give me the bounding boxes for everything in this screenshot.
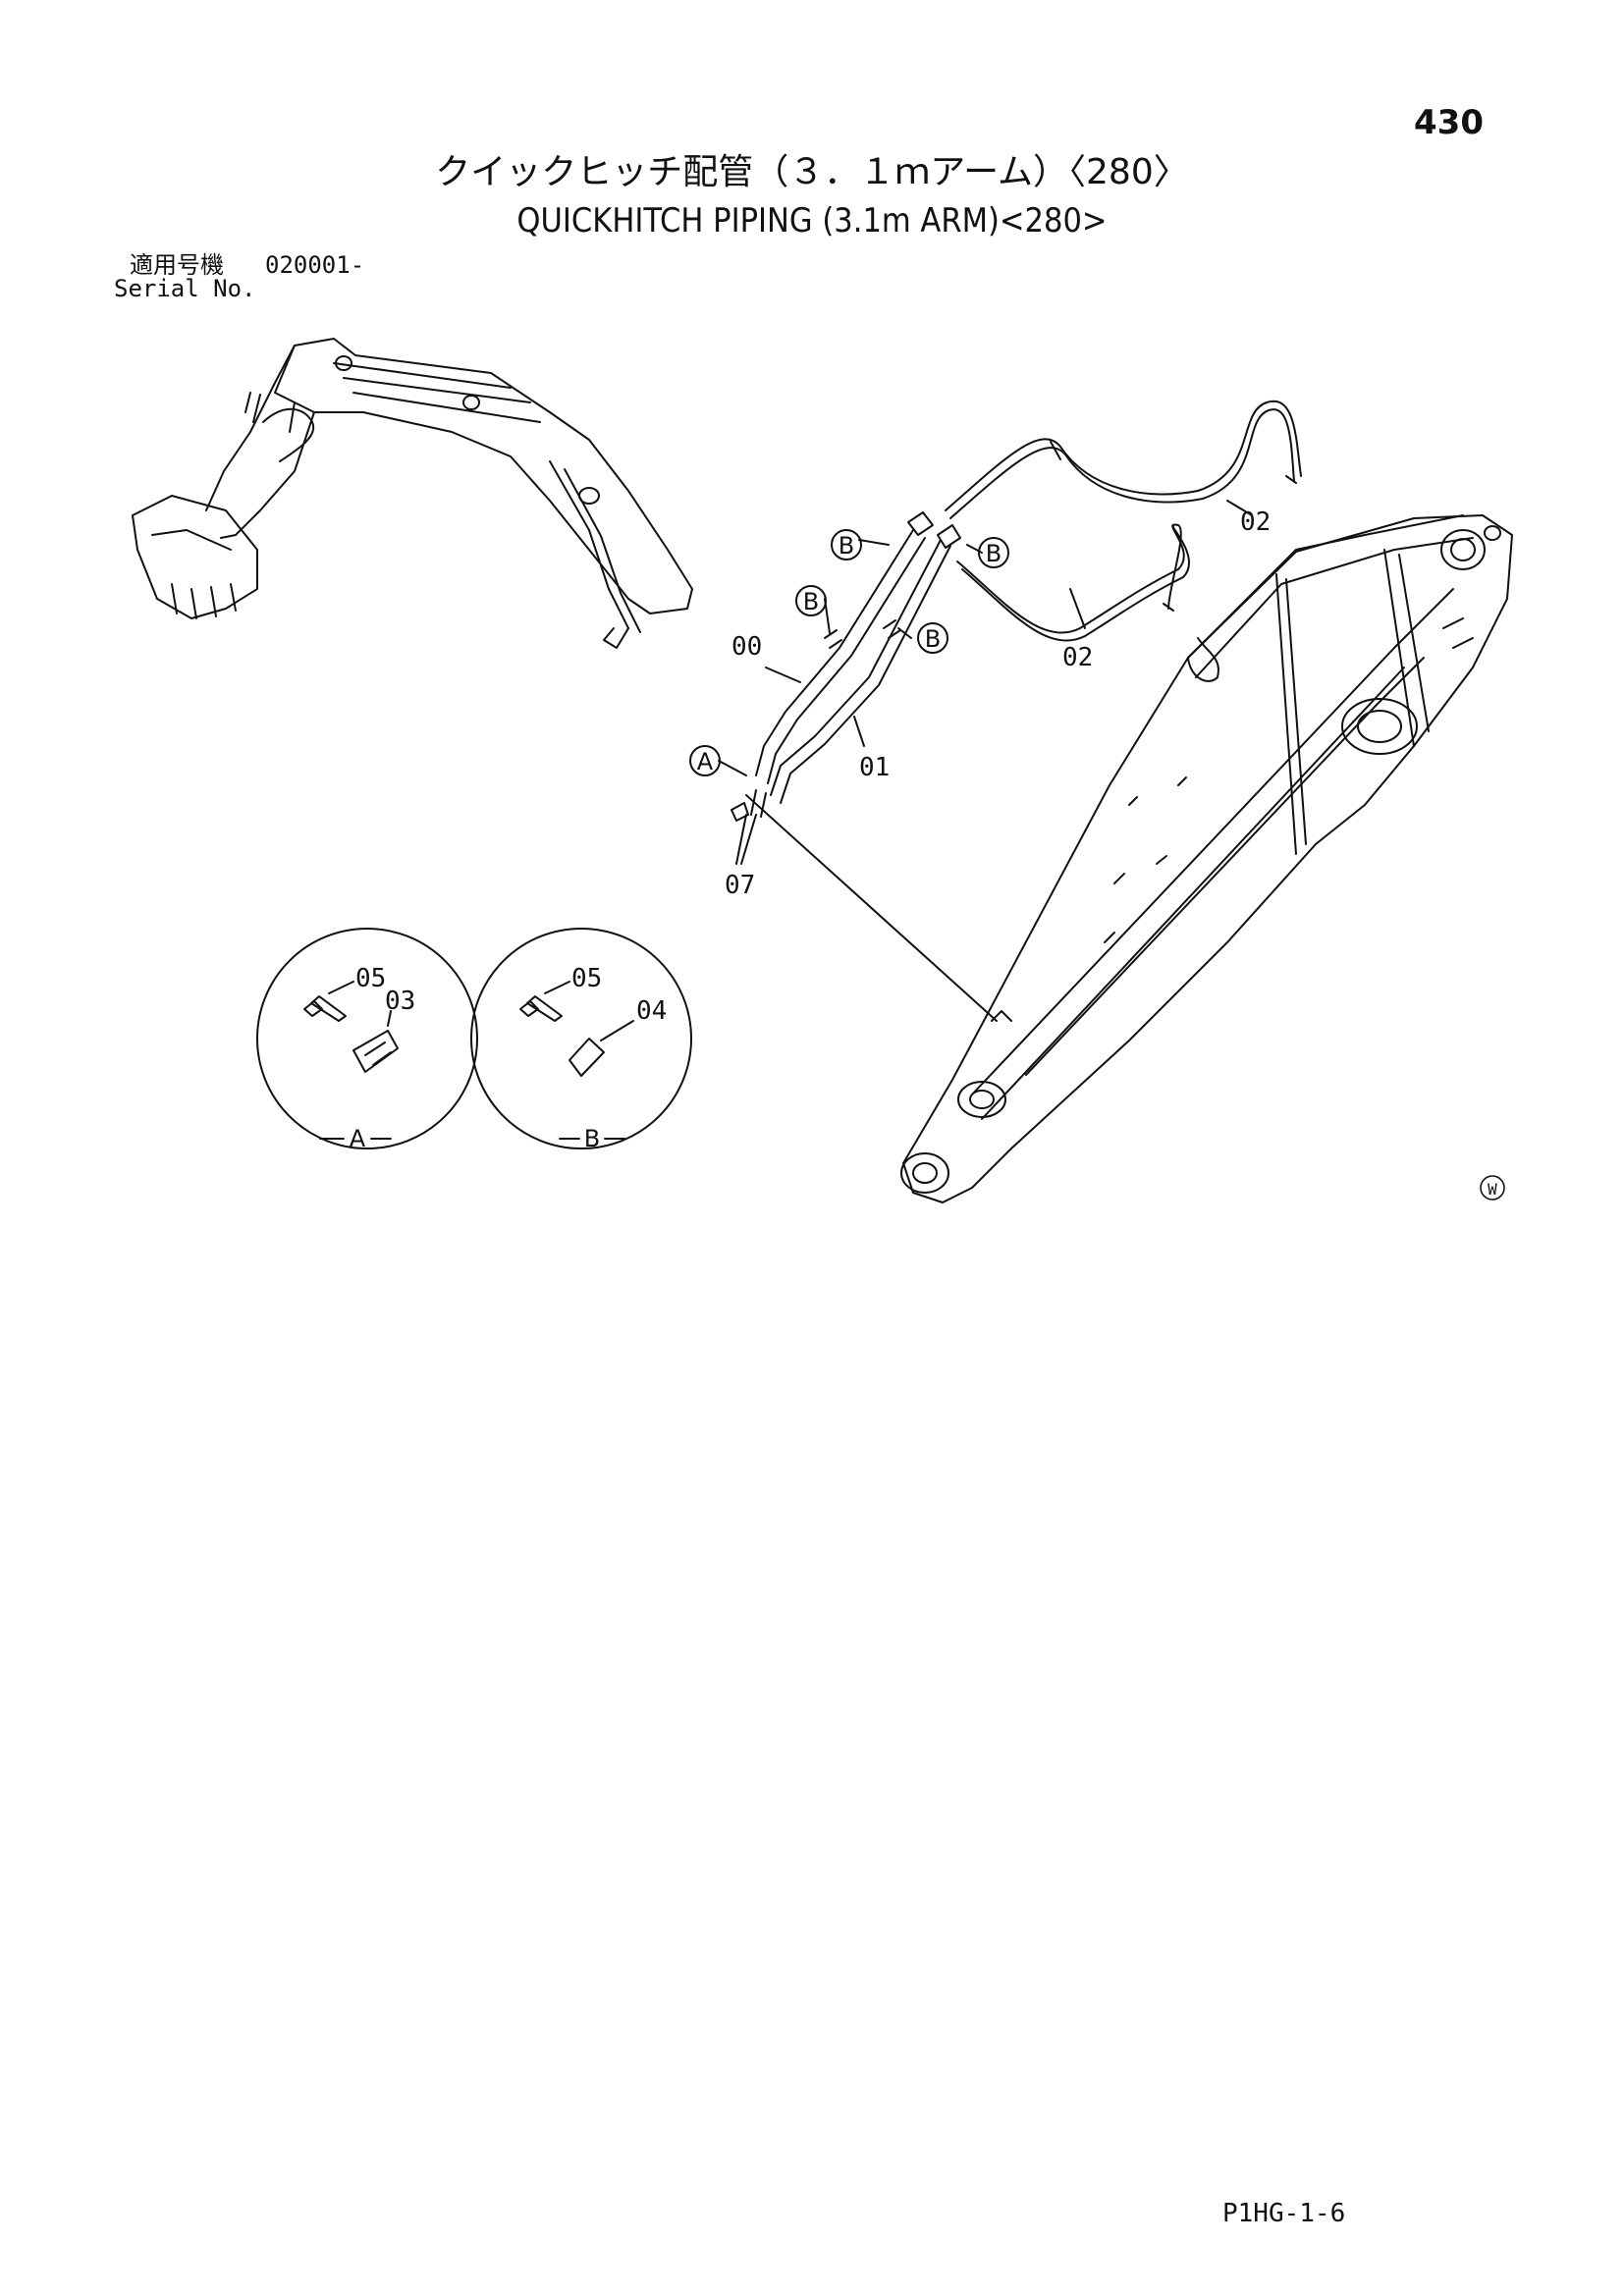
callout-02-upper: 02: [1240, 507, 1271, 537]
callout-04: 04: [636, 996, 667, 1026]
detail-label-b: B: [584, 1125, 600, 1152]
detail-label-b-group: B: [559, 1125, 625, 1152]
corner-mark-label: W: [1488, 1180, 1497, 1199]
hoses-02: [945, 400, 1302, 642]
callout-02-lower: 02: [1062, 643, 1093, 672]
footer-code: P1HG-1-6: [1222, 2199, 1346, 2228]
leader-lines: [718, 500, 1253, 865]
serial-value: 020001-: [265, 251, 365, 279]
detail-circle-a: [256, 928, 478, 1149]
marker-b-3: B: [795, 585, 827, 616]
marker-a-label: A: [697, 748, 714, 775]
detail-circle-b: [470, 928, 692, 1149]
marker-b-4-label: B: [925, 625, 941, 653]
detail-label-a-group: A: [319, 1125, 392, 1152]
serial-label-japanese: 適用号機: [130, 251, 224, 279]
callout-05-detail-b: 05: [571, 964, 602, 993]
excavator-overview: [132, 338, 693, 649]
detail-label-a: A: [350, 1125, 366, 1152]
serial-label-english: Serial No.: [114, 275, 256, 302]
callout-07: 07: [725, 871, 755, 900]
marker-b-2: B: [978, 537, 1009, 568]
callout-01: 01: [859, 753, 890, 782]
quickhitch-pipes: [731, 511, 998, 1022]
marker-b-1: B: [831, 529, 862, 561]
callout-03: 03: [385, 987, 415, 1016]
callout-00: 00: [731, 632, 762, 662]
marker-a: A: [689, 745, 721, 776]
marker-b-1-label: B: [839, 532, 854, 560]
marker-b-3-label: B: [803, 588, 819, 615]
callout-05-detail-a: 05: [355, 964, 386, 993]
corner-mark: W: [1480, 1175, 1505, 1201]
marker-b-4: B: [917, 622, 948, 654]
page-number: 430: [1414, 103, 1484, 142]
marker-b-2-label: B: [986, 540, 1001, 567]
arm-structure: [900, 514, 1513, 1203]
title-japanese: クイックヒッチ配管（３．１ｍアーム）〈280〉: [435, 152, 1189, 192]
title-english: QUICKHITCH PIPING (3.1m ARM)<280>: [516, 201, 1108, 240]
